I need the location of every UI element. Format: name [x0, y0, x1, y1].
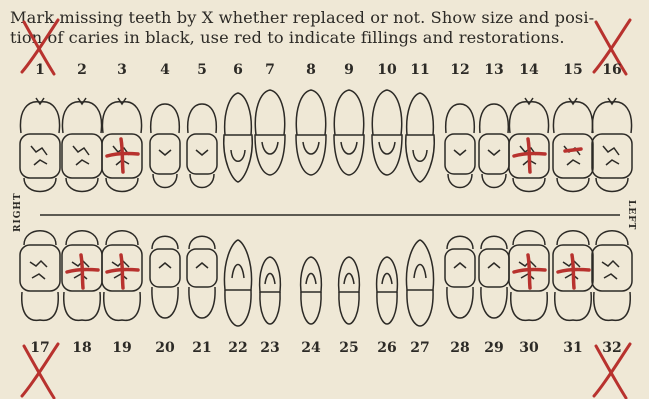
tooth-24	[301, 257, 322, 324]
tooth-number-23: 23	[260, 340, 279, 356]
tooth-6	[224, 93, 253, 182]
right-side-label: RIGHT	[13, 192, 23, 232]
restoration-mark-18	[67, 255, 98, 288]
tooth-number-17: 17	[30, 340, 49, 356]
tooth-number-10: 10	[377, 62, 396, 78]
tooth-20	[150, 236, 180, 318]
tooth-13	[479, 104, 509, 188]
tooth-8	[296, 90, 326, 175]
tooth-number-19: 19	[112, 340, 131, 356]
tooth-26	[377, 257, 398, 324]
tooth-15	[553, 98, 593, 192]
tooth-number-18: 18	[72, 340, 91, 356]
tooth-9	[334, 90, 364, 175]
tooth-number-12: 12	[450, 62, 469, 78]
tooth-number-5: 5	[197, 62, 207, 78]
tooth-22	[224, 240, 251, 326]
restoration-mark-15	[565, 149, 581, 151]
tooth-number-9: 9	[344, 62, 354, 78]
tooth-2	[62, 98, 102, 192]
tooth-number-26: 26	[377, 340, 396, 356]
tooth-number-13: 13	[484, 62, 503, 78]
tooth-number-11: 11	[410, 62, 429, 78]
tooth-17	[20, 231, 60, 321]
restoration-mark-3	[107, 139, 138, 172]
tooth-32	[592, 231, 632, 321]
tooth-5	[187, 104, 217, 188]
tooth-number-20: 20	[155, 340, 174, 356]
restoration-mark-14	[514, 139, 545, 172]
tooth-number-24: 24	[301, 340, 320, 356]
tooth-number-4: 4	[160, 62, 170, 78]
tooth-number-25: 25	[339, 340, 358, 356]
tooth-10	[372, 90, 402, 175]
tooth-number-32: 32	[602, 340, 621, 356]
tooth-25	[339, 257, 360, 324]
tooth-number-29: 29	[484, 340, 503, 356]
tooth-number-8: 8	[306, 62, 316, 78]
tooth-number-27: 27	[410, 340, 429, 356]
tooth-number-15: 15	[563, 62, 582, 78]
tooth-21	[187, 236, 217, 318]
restoration-mark-19	[107, 255, 138, 288]
tooth-number-22: 22	[228, 340, 247, 356]
tooth-number-31: 31	[563, 340, 582, 356]
tooth-number-6: 6	[233, 62, 243, 78]
left-side-label: LEFT	[626, 200, 636, 230]
tooth-number-1: 1	[35, 62, 45, 78]
tooth-16	[592, 98, 632, 192]
tooth-number-16: 16	[602, 62, 621, 78]
tooth-28	[445, 236, 475, 318]
tooth-number-30: 30	[519, 340, 538, 356]
tooth-11	[406, 93, 435, 182]
lower-teeth	[20, 231, 632, 326]
tooth-number-28: 28	[450, 340, 469, 356]
tooth-27	[406, 240, 433, 326]
tooth-23	[260, 257, 281, 324]
tooth-12	[445, 104, 475, 188]
tooth-7	[255, 90, 285, 175]
tooth-number-3: 3	[117, 62, 127, 78]
tooth-29	[479, 236, 509, 318]
restoration-mark-30	[514, 255, 545, 288]
upper-teeth	[20, 90, 632, 192]
tooth-number-14: 14	[519, 62, 538, 78]
restoration-mark-31	[558, 255, 589, 288]
tooth-number-7: 7	[265, 62, 275, 78]
tooth-1	[20, 98, 60, 192]
tooth-number-21: 21	[192, 340, 211, 356]
tooth-4	[150, 104, 180, 188]
tooth-number-2: 2	[77, 62, 87, 78]
